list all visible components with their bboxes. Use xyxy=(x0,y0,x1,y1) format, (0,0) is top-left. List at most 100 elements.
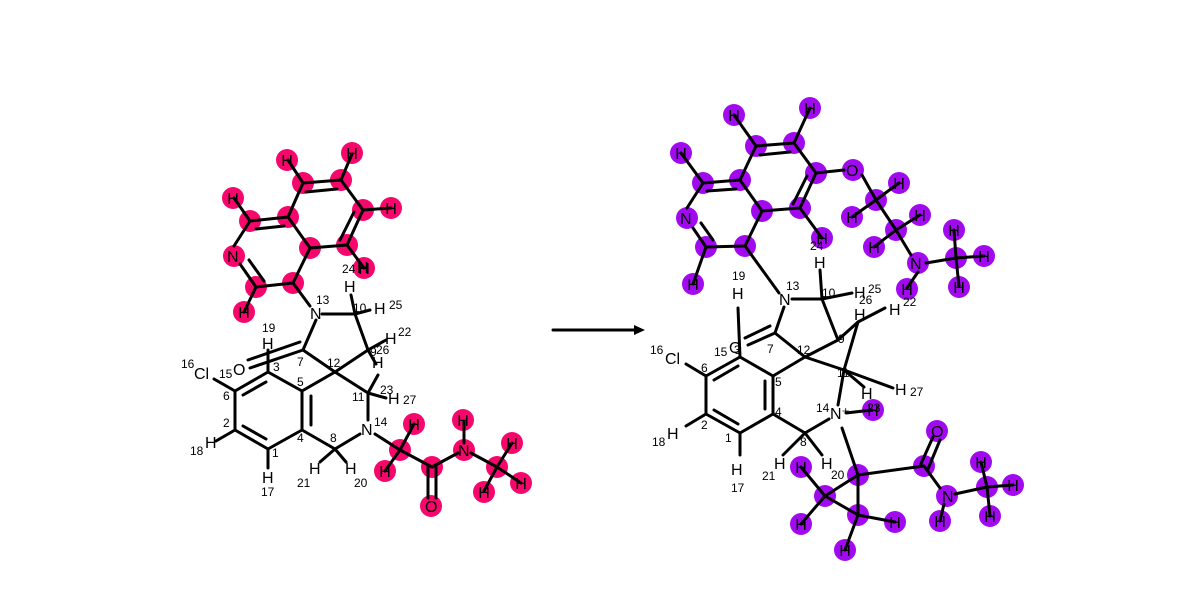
bond xyxy=(985,483,1015,489)
atom-number: 5 xyxy=(297,375,304,389)
bond xyxy=(398,448,434,469)
highlight-atom xyxy=(676,207,698,229)
atom-number: 11 xyxy=(837,366,850,380)
bond xyxy=(798,206,824,240)
atom-number: 9 xyxy=(838,332,845,346)
atom-number: 8 xyxy=(330,431,337,445)
atom-label: H xyxy=(262,336,274,353)
bond xyxy=(685,181,705,210)
bond xyxy=(823,494,860,517)
bond xyxy=(233,370,270,393)
bond xyxy=(242,285,258,314)
product-atom-labels: Cl O N N⁺ N O N O N H H H H H H H H H H … xyxy=(665,163,954,506)
bond xyxy=(792,141,818,175)
atom-number: 8 xyxy=(800,435,807,449)
atom-number: 16 xyxy=(181,357,195,371)
bond xyxy=(704,355,742,378)
highlight-atom xyxy=(420,495,442,517)
bond xyxy=(773,305,786,335)
atom-number: 6 xyxy=(701,361,708,375)
bond xyxy=(248,215,290,223)
bond xyxy=(820,291,854,301)
bond xyxy=(300,370,337,393)
bond xyxy=(373,432,402,452)
atom-label: O xyxy=(931,424,943,441)
bond xyxy=(495,465,523,485)
bond xyxy=(954,254,986,260)
atom-number: 6 xyxy=(223,389,230,403)
bond xyxy=(704,412,742,435)
bond xyxy=(894,228,913,257)
atom-number: 15 xyxy=(219,367,233,381)
bond xyxy=(339,178,365,212)
atom-label: N xyxy=(458,443,470,460)
bond xyxy=(345,243,366,270)
bond xyxy=(874,181,901,202)
hydrogen-label: H xyxy=(953,280,965,297)
bond xyxy=(679,151,705,185)
atom-label: H xyxy=(854,307,866,324)
atom-label: H xyxy=(821,456,833,473)
atom-number: 24 xyxy=(810,239,824,253)
bond xyxy=(212,377,237,393)
atom-number: 17 xyxy=(731,481,745,495)
bond xyxy=(842,368,895,390)
bond xyxy=(366,391,388,400)
atom-number: 20 xyxy=(831,468,845,482)
bond xyxy=(712,408,740,426)
bond xyxy=(353,308,372,316)
bond xyxy=(856,464,926,477)
bond xyxy=(241,424,268,441)
highlight-atom xyxy=(907,252,929,274)
bond xyxy=(924,256,958,265)
atom-label: H xyxy=(895,382,907,399)
bond xyxy=(844,408,874,415)
bond xyxy=(495,441,514,469)
bond xyxy=(840,426,860,477)
hydrogen-label: H xyxy=(281,153,293,170)
bond xyxy=(247,258,266,283)
bond xyxy=(760,206,802,213)
atom-label: H xyxy=(388,391,400,408)
bond xyxy=(820,297,840,342)
atom-number: 1 xyxy=(272,446,279,460)
bond xyxy=(366,348,378,366)
atom-number: 22 xyxy=(903,295,917,309)
bond xyxy=(308,243,349,250)
atom-number: 3 xyxy=(273,360,280,374)
atom-label: H xyxy=(854,285,866,302)
atom-label: O xyxy=(233,362,245,379)
bond xyxy=(333,370,370,395)
atom-label: H xyxy=(205,435,217,452)
atom-label: H xyxy=(344,279,356,296)
bond xyxy=(338,210,356,242)
atom-number: 12 xyxy=(327,356,341,370)
atom-number: 26 xyxy=(376,343,390,357)
bond xyxy=(836,368,846,407)
bond xyxy=(254,224,286,231)
bond xyxy=(979,460,989,489)
bond xyxy=(301,348,337,374)
bond xyxy=(803,417,831,435)
atom-label: H xyxy=(345,461,357,478)
bond xyxy=(684,412,708,428)
bond xyxy=(291,281,312,308)
atom-number: 7 xyxy=(767,342,774,356)
bond xyxy=(814,168,846,175)
bond xyxy=(333,348,370,374)
bond xyxy=(791,174,809,206)
hydrogen-label: H xyxy=(868,240,880,257)
atom-label: O xyxy=(729,340,741,357)
atom-number: 2 xyxy=(701,418,708,432)
atom-label: H xyxy=(357,260,369,277)
atom-number: 20 xyxy=(354,476,368,490)
atom-number: 2 xyxy=(223,416,230,430)
atom-number: 22 xyxy=(398,325,412,339)
bond xyxy=(232,196,252,223)
atom-label: O xyxy=(425,499,437,516)
atom-label: O xyxy=(846,163,858,180)
hydrogen-label: H xyxy=(478,485,490,502)
bond xyxy=(798,171,818,210)
bond xyxy=(398,422,416,452)
